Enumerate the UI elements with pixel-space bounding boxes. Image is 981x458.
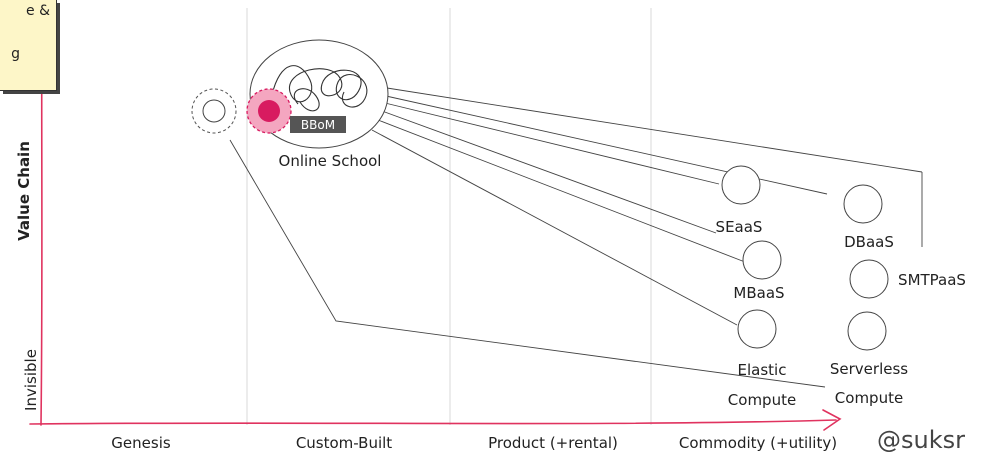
note-line-2: g	[11, 46, 20, 62]
x-axis-arrowhead	[822, 409, 842, 431]
smtpaas-label: SMTPaaS	[898, 271, 966, 289]
highlighted-component[interactable]	[246, 88, 292, 134]
stage-genesis: Genesis	[111, 434, 171, 452]
note-line-1: e &	[26, 3, 50, 19]
serverless-compute-label-line1: Serverless	[830, 360, 908, 378]
stage-gridlines	[246, 8, 652, 425]
serverless-compute-label-line2: Compute	[835, 389, 903, 407]
stage-product: Product (+rental)	[488, 434, 618, 452]
mbaas-label: MBaaS	[733, 284, 784, 302]
seaas-label: SEaaS	[716, 218, 763, 236]
genesis-component[interactable]	[191, 88, 237, 134]
author-credit: @suksr	[877, 426, 965, 454]
elastic-compute-label-line2: Compute	[728, 391, 796, 409]
x-axis	[29, 419, 837, 425]
dependency-lines	[229, 87, 923, 388]
dbaas-label: DBaaS	[844, 233, 894, 251]
mbaas-component[interactable]: MBaaS	[733, 240, 785, 302]
dbaas-component[interactable]: DBaaS	[843, 184, 894, 251]
serverless-compute-component[interactable]: Serverless Compute	[830, 311, 908, 407]
axes	[29, 0, 842, 431]
y-axis-bottom-label: Invisible	[22, 349, 40, 411]
online-school-label: Online School	[279, 152, 382, 170]
stage-custom-built: Custom-Built	[296, 434, 392, 452]
seaas-component[interactable]: SEaaS	[716, 165, 763, 236]
elastic-compute-component[interactable]: Elastic Compute	[728, 309, 796, 409]
stage-commodity: Commodity (+utility)	[679, 434, 837, 452]
bbom-badge: BBoM	[290, 116, 346, 133]
scribble-icon	[271, 65, 368, 112]
bbom-label: BBoM	[301, 118, 335, 132]
y-axis-label: Value Chain	[15, 141, 33, 241]
elastic-compute-label-line1: Elastic	[738, 361, 787, 379]
smtpaas-component[interactable]: SMTPaaS	[849, 259, 966, 299]
sticky-note: e & g	[0, 0, 57, 91]
